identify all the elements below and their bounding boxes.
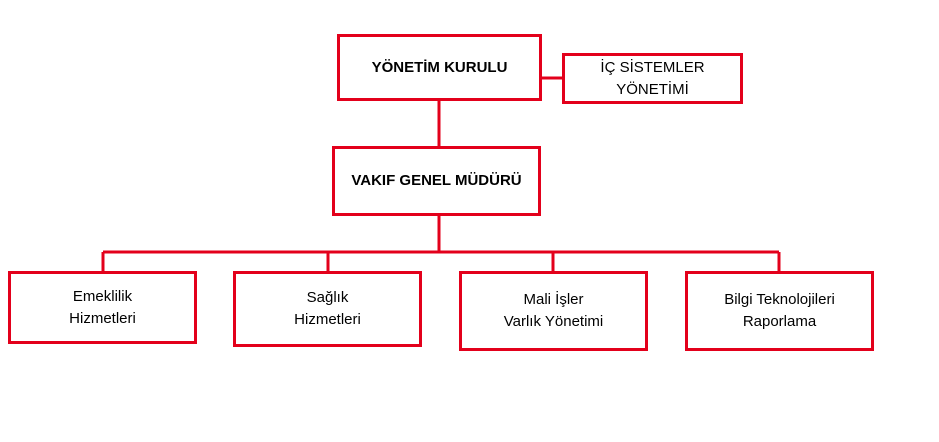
department-label: Sağlık Hizmetleri xyxy=(294,289,361,328)
department-box-finance: Mali İşler Varlık Yönetimi xyxy=(459,271,648,351)
internal-systems-label: İÇ SİSTEMLER YÖNETİMİ xyxy=(600,58,705,98)
department-label: Bilgi Teknolojileri Raporlama xyxy=(724,291,835,330)
department-box-pension: Emeklilik Hizmetleri xyxy=(8,271,197,344)
department-label: Mali İşler Varlık Yönetimi xyxy=(503,291,604,330)
department-box-it: Bilgi Teknolojileri Raporlama xyxy=(685,271,874,351)
department-box-health: Sağlık Hizmetleri xyxy=(233,271,422,347)
board-box: YÖNETİM KURULU xyxy=(337,34,542,101)
internal-systems-box: İÇ SİSTEMLER YÖNETİMİ xyxy=(562,53,743,104)
department-label: Emeklilik Hizmetleri xyxy=(69,287,136,327)
general-manager-label: VAKIF GENEL MÜDÜRÜ xyxy=(351,172,522,189)
general-manager-box: VAKIF GENEL MÜDÜRÜ xyxy=(332,146,541,216)
board-label: YÖNETİM KURULU xyxy=(371,58,508,76)
